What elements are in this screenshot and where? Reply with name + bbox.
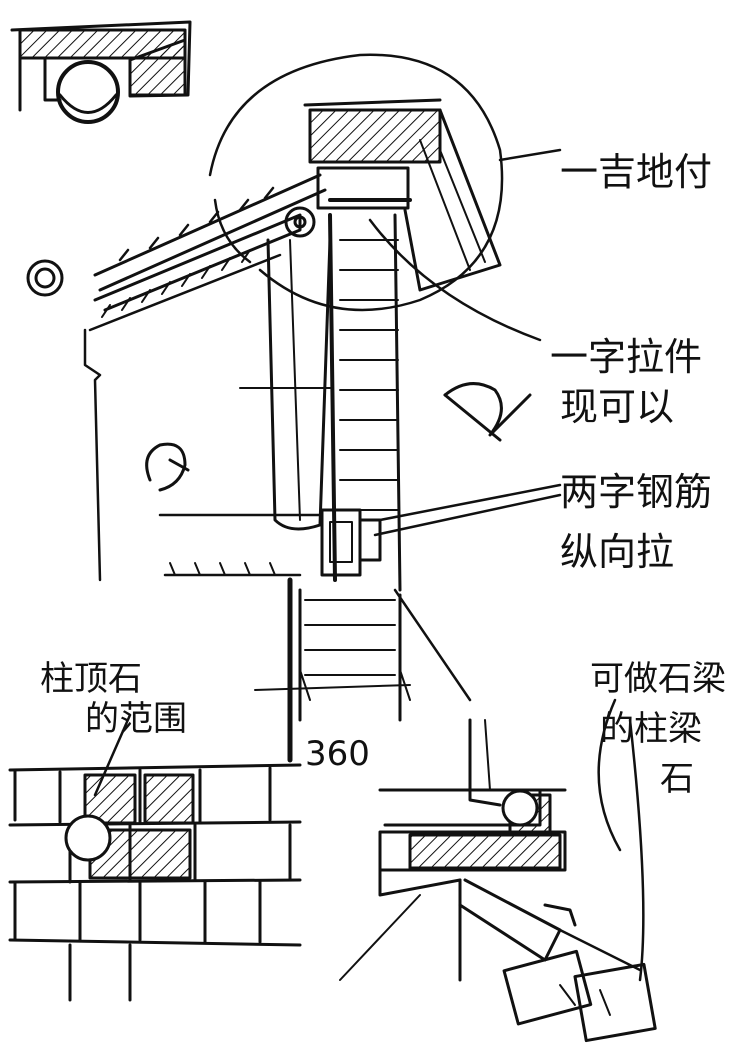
leader-lines <box>93 148 645 982</box>
marker-circle <box>26 259 64 297</box>
beam-head <box>284 98 502 292</box>
roof-slope <box>83 173 327 582</box>
annotation-tie-line2: 现可以 <box>560 385 674 429</box>
dimension-label: 360 <box>305 734 370 774</box>
annotation-column-line1: 柱顶石 <box>40 659 142 699</box>
annotation-steel-line2: 纵向拉 <box>560 530 674 574</box>
stone-detail <box>339 718 657 1043</box>
annotation-steel-line1: 两字钢筋 <box>560 470 712 514</box>
main-column <box>158 213 411 763</box>
annotation-stone-line2: 的柱梁 <box>600 709 702 749</box>
rotation-symbol <box>145 442 190 492</box>
annotation-tie-line1: 一字拉件 <box>550 335 702 379</box>
annotation-column-line2: 的范围 <box>85 699 187 739</box>
detail-circle <box>208 53 504 312</box>
annotation-top-right: 一吉地付 <box>560 150 712 194</box>
annotations: 一吉地付 一字拉件 现可以 两字钢筋 纵向拉 柱顶石 的范围 可做石梁 的柱梁 … <box>40 150 726 799</box>
masonry-wall <box>8 763 302 1002</box>
top-left-detail <box>10 20 192 124</box>
annotation-stone-line3: 石 <box>660 759 694 799</box>
section-symbol <box>443 382 532 442</box>
annotation-stone-line1: 可做石梁 <box>590 659 726 699</box>
